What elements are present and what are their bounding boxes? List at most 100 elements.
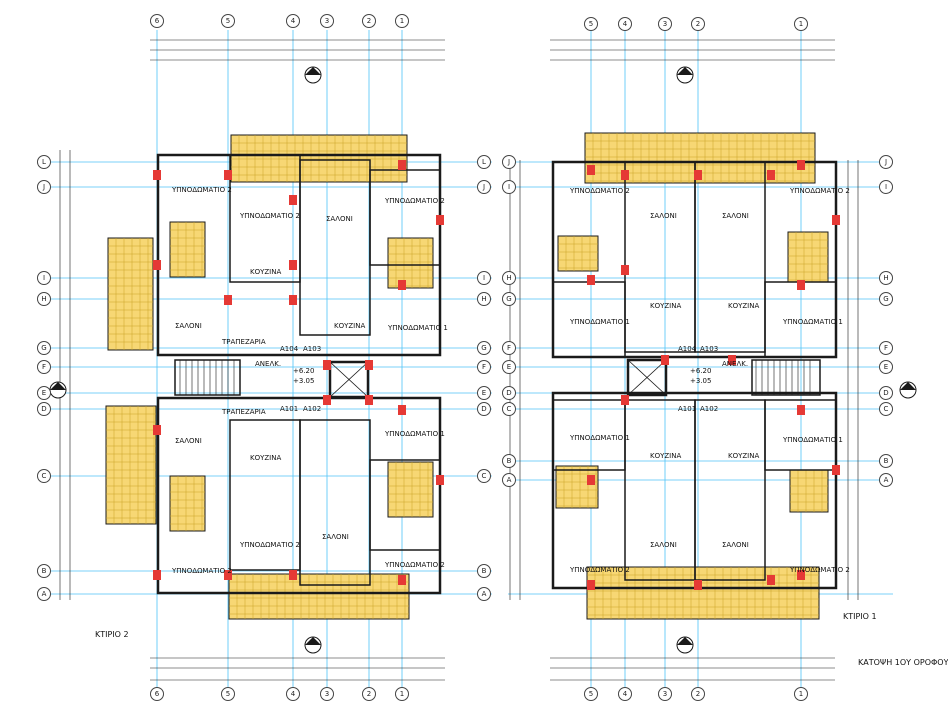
grid-bubble: 2 (362, 14, 376, 28)
room-label: ΣΑΛΟΝΙ (175, 437, 202, 445)
column (436, 215, 444, 225)
grid-bubble: I (37, 271, 51, 285)
grid-bubble: C (879, 402, 893, 416)
column (797, 570, 805, 580)
column (289, 295, 297, 305)
column (797, 160, 805, 170)
grid-bubble: B (502, 454, 516, 468)
room-label: ΥΠΝΟΔΩΜΑΤΙΟ 2 (172, 567, 232, 575)
grid-bubble: D (879, 386, 893, 400)
column (661, 355, 669, 365)
grid-bubble: G (37, 341, 51, 355)
room-label: ΤΡΑΠΕΖΑΡΙΑ (222, 408, 266, 416)
room-label: ΥΠΝΟΔΩΜΑΤΙΟ 2 (172, 186, 232, 194)
grid-bubble: E (477, 386, 491, 400)
lift-label: ΑΝΕΛΚ. (722, 360, 749, 368)
column (224, 295, 232, 305)
column (289, 570, 297, 580)
grid-bubble: I (879, 180, 893, 194)
grid-bubble: 2 (691, 687, 705, 701)
apartment-code: Α101 (280, 405, 299, 413)
grid-bubble: E (502, 360, 516, 374)
lift-cross (627, 359, 667, 396)
grid-bubble: 4 (618, 687, 632, 701)
column (797, 280, 805, 290)
balcony-west-lower (105, 405, 157, 525)
column (153, 260, 161, 270)
building-title: ΚΤΙΡΙΟ 1 (843, 612, 877, 621)
room-outline (624, 161, 696, 353)
section-arrow-head (900, 382, 916, 390)
room-label: ΥΠΝΟΔΩΜΑΤΙΟ 2 (385, 197, 445, 205)
grid-bubble: 5 (221, 14, 235, 28)
lift-shaft (328, 360, 370, 399)
room-label: ΚΟΥΖΙΝΑ (250, 454, 282, 462)
structural-columns (153, 160, 840, 590)
room-label: ΣΑΛΟΝΙ (322, 533, 349, 541)
room-label: ΥΠΝΟΔΩΜΑΤΙΟ 2 (570, 187, 630, 195)
room-label: ΚΟΥΖΙΝΑ (728, 452, 760, 460)
room-label: ΥΠΝΟΔΩΜΑΤΙΟ 1 (783, 436, 843, 444)
room-outline (369, 459, 441, 551)
column (797, 405, 805, 415)
column (153, 570, 161, 580)
column (365, 360, 373, 370)
grid-bubble: 5 (584, 687, 598, 701)
grid-bubble: 6 (150, 687, 164, 701)
column (398, 160, 406, 170)
column (398, 575, 406, 585)
grid-bubble: J (477, 180, 491, 194)
grid-bubble: 2 (362, 687, 376, 701)
grid-bubble: J (37, 180, 51, 194)
room-label: ΥΠΝΟΔΩΜΑΤΙΟ 1 (388, 324, 448, 332)
room-label: ΥΠΝΟΔΩΜΑΤΙΟ 1 (570, 434, 630, 442)
room-label: ΚΟΥΖΙΝΑ (334, 322, 366, 330)
level-mark: +3.05 (293, 377, 315, 385)
room-outline (694, 399, 766, 581)
stairs (179, 360, 811, 395)
room-label: ΥΠΝΟΔΩΜΑΤΙΟ 2 (240, 212, 300, 220)
grid-bubble: F (37, 360, 51, 374)
grid-bubble: F (477, 360, 491, 374)
column (587, 580, 595, 590)
apartment-code: Α103 (700, 345, 719, 353)
column (323, 360, 331, 370)
column (153, 170, 161, 180)
column (587, 165, 595, 175)
room-label: ΥΠΝΟΔΩΜΑΤΙΟ 2 (570, 566, 630, 574)
grid-bubble: 3 (658, 17, 672, 31)
column (587, 475, 595, 485)
grid-bubble: 5 (221, 687, 235, 701)
room-label: ΥΠΝΟΔΩΜΑΤΙΟ 2 (240, 541, 300, 549)
grid-bubble: D (37, 402, 51, 416)
grid-bubble: I (477, 271, 491, 285)
grid-bubble: B (477, 564, 491, 578)
room-label: ΚΟΥΖΙΝΑ (650, 302, 682, 310)
grid-bubble: D (477, 402, 491, 416)
apartment-code: Α104 (280, 345, 299, 353)
grid-bubble: F (502, 341, 516, 355)
stair-core (174, 359, 241, 396)
column (694, 170, 702, 180)
grid-bubble: G (502, 292, 516, 306)
section-arrow-head (677, 637, 693, 645)
room-label: ΚΟΥΖΙΝΑ (650, 452, 682, 460)
grid-bubble: E (879, 360, 893, 374)
grid-bubble: F (879, 341, 893, 355)
column (224, 570, 232, 580)
grid-bubble: 4 (618, 17, 632, 31)
column (621, 170, 629, 180)
grid-bubble: C (37, 469, 51, 483)
room-outline (624, 399, 696, 581)
grid-bubble: L (37, 155, 51, 169)
apartment-code: Α103 (303, 345, 322, 353)
grid-bubble: 4 (286, 687, 300, 701)
column (832, 465, 840, 475)
grid-bubble: 3 (320, 687, 334, 701)
grid-bubble: 1 (395, 14, 409, 28)
column (621, 395, 629, 405)
section-arrow-head (305, 637, 321, 645)
grid-bubble: E (37, 386, 51, 400)
room-outline (552, 399, 626, 471)
